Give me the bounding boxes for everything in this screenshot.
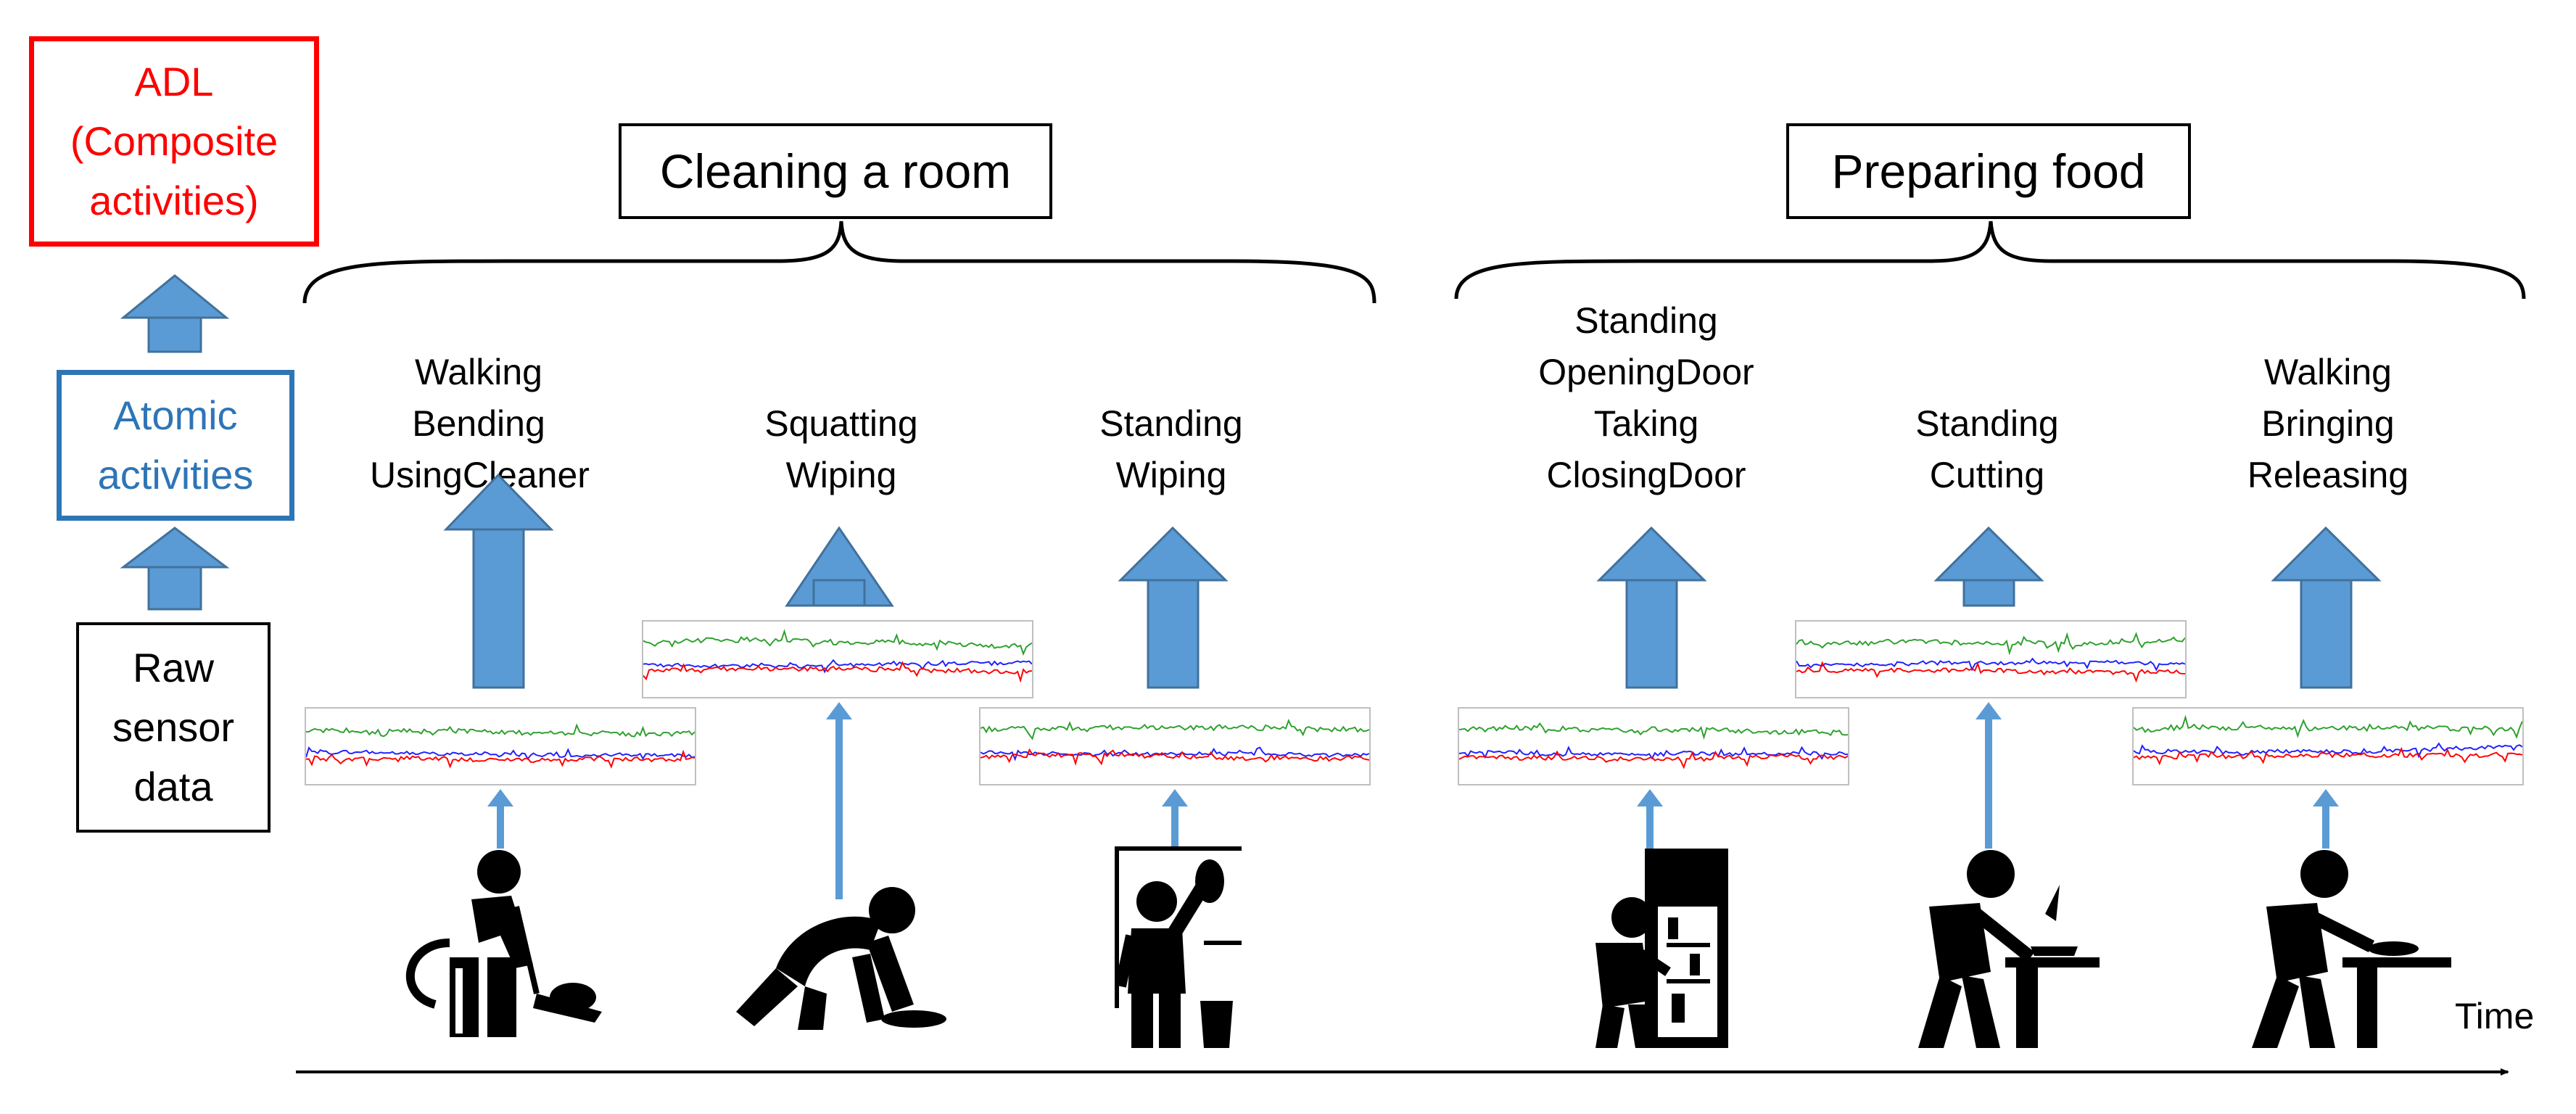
signal-trace-red [643,661,1032,683]
signal-trace-green [643,629,1032,656]
cutting-person-icon [1918,850,2100,1048]
sensor-signal-panel [2132,707,2524,785]
activity-arrow-up [1933,526,2044,607]
fridge-person-icon [1595,849,1728,1048]
signal-trace-blue [2134,742,2522,759]
segment-label-5: Standing Cutting [1915,403,2059,495]
signal-trace-green [981,719,1369,740]
signal-trace-green [1459,722,1848,740]
atomic-activities-label: Atomic activities [97,392,254,498]
sensor-arrow-up [2313,789,2339,849]
sensor-signal-panel [1795,620,2187,698]
vacuuming-person-icon [405,850,602,1037]
adl-label: ADL (Composite activities) [70,59,278,223]
sensor-arrow-up [826,702,852,899]
sensor-arrow-up [1976,702,2002,849]
raw-sensor-data-label: Raw sensor data [112,645,235,809]
signal-trace-red [1796,661,2185,683]
signal-trace-green [1796,632,2185,656]
segment-label-6: Walking Bringing Releasing [2247,352,2409,495]
atomic-activities-box: Atomic activities [57,370,294,521]
signal-trace-red [981,748,1369,766]
signal-trace-blue [643,659,1032,674]
sensor-signal-panel [1458,707,1849,785]
raw-sensor-data-box: Raw sensor data [76,622,271,833]
serving-person-icon [2252,850,2451,1048]
sensor-signal-panel [305,707,696,785]
activity-arrow-up [1118,526,1229,689]
signal-trace-blue [1796,657,2185,672]
signal-trace-red [2134,746,2522,766]
window-wiping-person-icon [1115,846,1242,1048]
group-title-preparing: Preparing food [1786,123,2191,219]
signal-trace-red [1459,750,1848,770]
time-axis-label: Time [2455,996,2535,1036]
floor-wiping-person-icon [736,887,946,1030]
signal-trace-blue [306,746,695,761]
segment-label-4: Standing OpeningDoor Taking ClosingDoor [1538,300,1754,495]
group-title-cleaning: Cleaning a room [619,123,1052,219]
hierarchy-arrow-up [120,527,230,611]
brace-preparing [1454,220,2526,300]
signal-trace-red [306,749,695,769]
sensor-arrow-up [487,789,513,849]
sensor-arrow-up [1162,789,1188,849]
segment-label-1: Walking Bending UsingCleaner [370,352,590,495]
signal-trace-blue [1459,746,1848,760]
hierarchy-arrow-up [120,274,230,353]
adl-box: ADL (Composite activities) [29,36,319,247]
activity-arrow-up [1596,526,1707,689]
segment-label-2: Squatting Wiping [764,403,918,495]
activity-arrow-up [785,526,894,607]
activity-arrow-up [443,473,554,689]
signal-trace-green [2134,714,2522,739]
segment-label-3: Standing Wiping [1099,403,1243,495]
sensor-arrow-up [1637,789,1663,849]
sensor-signal-panel [979,707,1371,785]
group-title-cleaning-text: Cleaning a room [659,144,1012,198]
activity-arrow-up [2271,526,2382,689]
brace-cleaning [302,220,1376,304]
sensor-signal-panel [642,620,1033,698]
signal-trace-green [306,723,695,738]
group-title-preparing-text: Preparing food [1831,144,2146,198]
